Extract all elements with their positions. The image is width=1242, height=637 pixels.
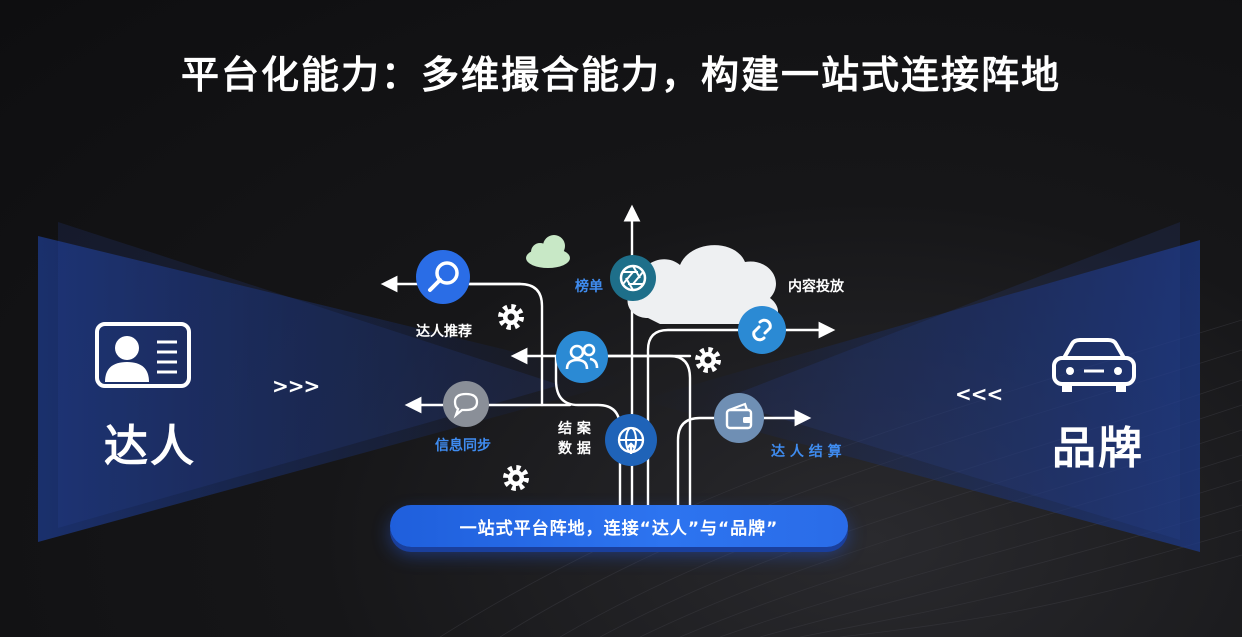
brand-label: 品牌 [1052, 423, 1144, 474]
id-card-icon [95, 322, 191, 388]
platform-banner: 一站式平台阵地，连接“达人”与“品牌” [390, 505, 848, 547]
cloud-large-icon [627, 245, 779, 325]
car-icon [1052, 338, 1136, 392]
wallet-icon [714, 393, 764, 443]
gear-icon [498, 304, 524, 330]
search-icon [416, 250, 470, 304]
users-icon [556, 331, 608, 383]
recommend-label: 达人推荐 [416, 324, 472, 340]
chat-bubble-icon [443, 381, 489, 427]
globe-upload-icon [605, 414, 657, 466]
case-data-label-1: 结 案 [558, 421, 591, 437]
case-data-label-2: 数 据 [558, 441, 591, 457]
right-beam-inner [720, 222, 1180, 540]
talent-label: 达人 [104, 421, 196, 472]
left-beam [38, 236, 630, 542]
page-title: 平台化能力：多维撮合能力，构建一站式连接阵地 [180, 53, 1061, 97]
gear-icon [695, 347, 721, 373]
line-recommend [468, 282, 544, 407]
right-beam [640, 240, 1200, 552]
settlement-label: 达 人 结 算 [771, 444, 842, 460]
sync-label: 信息同步 [435, 438, 491, 454]
gear-icon [503, 465, 529, 491]
left-arrows: >>> [272, 374, 320, 398]
aperture-icon [610, 255, 656, 301]
line-users-right [606, 354, 692, 507]
left-beam-inner [58, 222, 560, 528]
line-settlement [676, 416, 742, 507]
content-label: 内容投放 [788, 279, 844, 295]
right-arrows: <<< [955, 382, 1003, 406]
cloud-small-icon [526, 235, 570, 268]
link-icon [738, 306, 786, 354]
line-content [646, 328, 772, 507]
ranking-label: 榜单 [575, 279, 603, 295]
